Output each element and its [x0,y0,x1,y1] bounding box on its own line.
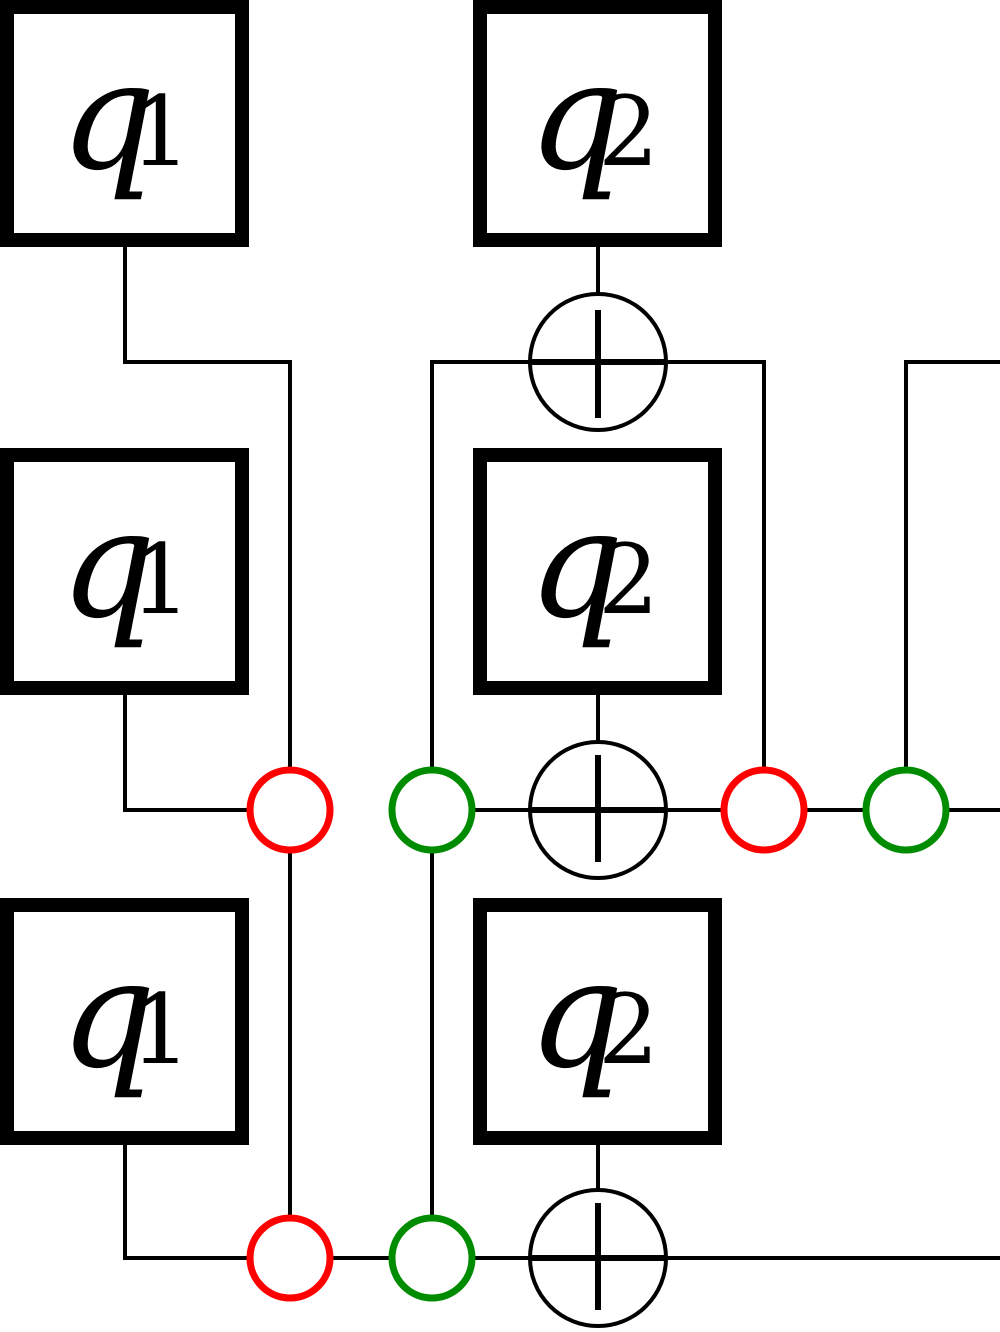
box-label-subscript: 1 [130,524,191,636]
xor-gate-middle [528,740,668,880]
box-label-symbol: q [60,30,156,204]
box-r2-q2: q 2 [473,448,722,695]
box-label-subscript: 2 [598,76,659,188]
wire-xor-top-right-to-red-r2 [666,360,766,770]
box-label-symbol: q [528,30,624,204]
green-spider-r2-right [862,766,950,854]
box-r3-q1: q 1 [0,898,249,1145]
wire-xor-top-left-to-green-r2 [430,360,530,770]
wire-r3q1-to-red-r3 [123,1140,250,1260]
box-label-symbol: q [60,478,156,652]
red-spider-r3 [246,1214,334,1302]
wire-r1q1-to-red-r2 [123,240,292,770]
wire-offpage-to-green-r2 [904,360,1000,770]
box-r2-q1: q 1 [0,448,249,695]
box-r1-q1: q 1 [0,0,249,247]
xor-gate-top [528,292,668,432]
box-label-subscript: 1 [130,76,191,188]
wire-r2q1-to-red-r2 [123,690,250,812]
red-spider-r2-left [246,766,334,854]
box-label-subscript: 1 [130,974,191,1086]
red-spider-r2-right [720,766,808,854]
wires [123,240,1000,1260]
green-spider-r2-left [388,766,476,854]
box-label-subscript: 2 [598,524,659,636]
xor-gate-bottom [528,1188,668,1328]
box-label-symbol: q [528,928,624,1102]
box-label-subscript: 2 [598,974,659,1086]
box-label-symbol: q [528,478,624,652]
box-r3-q2: q 2 [473,898,722,1145]
box-r1-q2: q 2 [473,0,722,247]
green-spider-r3 [388,1214,476,1302]
box-label-symbol: q [60,928,156,1102]
